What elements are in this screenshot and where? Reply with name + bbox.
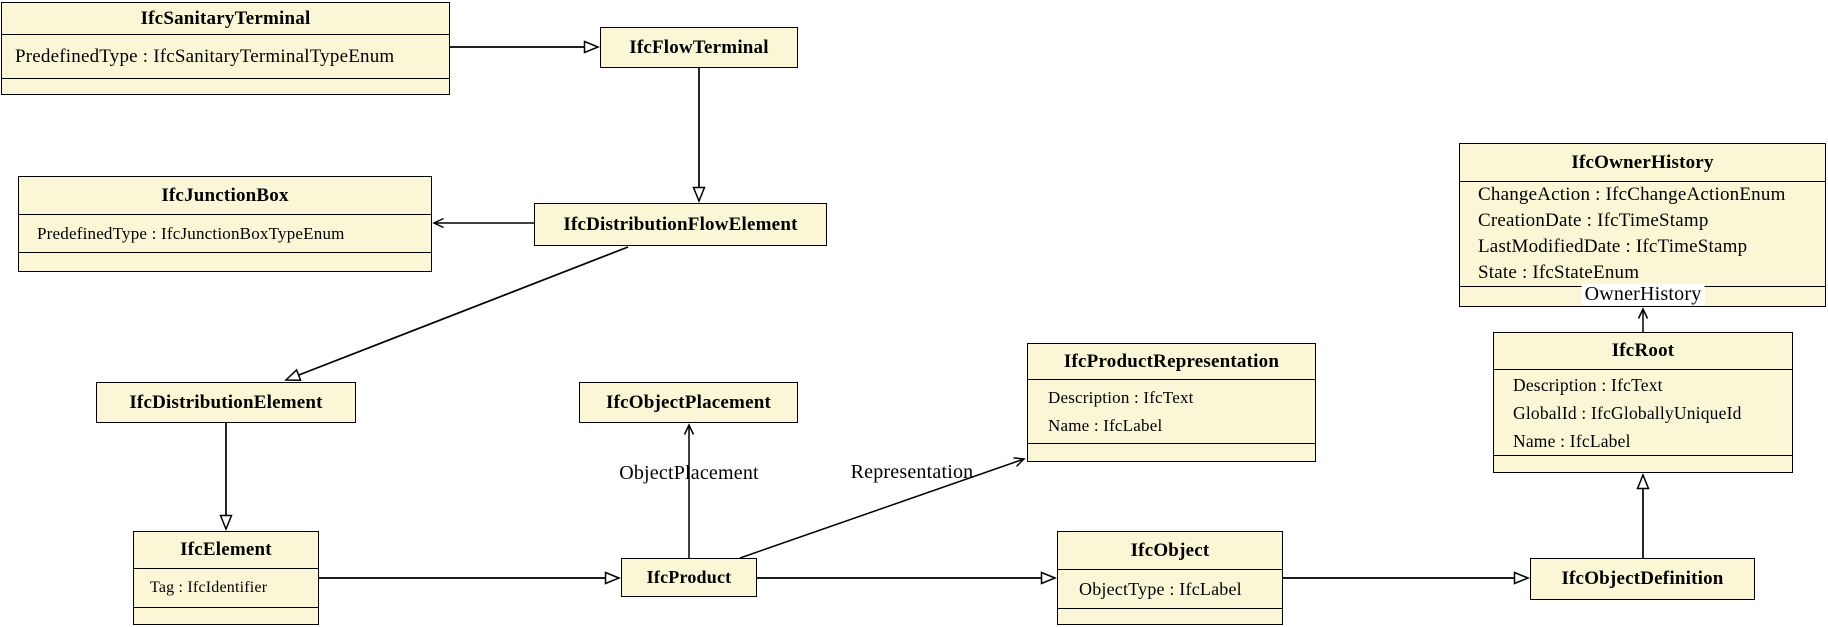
- class-attribute: Name : IfcLabel: [1513, 430, 1631, 451]
- class-attribute: LastModifiedDate : IfcTimeStamp: [1478, 236, 1748, 257]
- class-box-ifcobjectdefinition[interactable]: IfcObjectDefinition: [1530, 558, 1755, 600]
- class-title: IfcProductRepresentation: [1063, 350, 1280, 372]
- class-title: IfcObject: [1130, 539, 1210, 561]
- class-title: IfcSanitaryTerminal: [140, 7, 311, 29]
- empty-compartment: [134, 607, 318, 624]
- class-box-ifcownerhistory[interactable]: IfcOwnerHistory ChangeAction : IfcChange…: [1459, 143, 1826, 307]
- class-attribute: Description : IfcText: [1048, 387, 1194, 407]
- class-attribute: Name : IfcLabel: [1048, 415, 1163, 435]
- empty-compartment: [1494, 455, 1792, 472]
- class-box-ifcobjectplacement[interactable]: IfcObjectPlacement: [579, 382, 798, 423]
- edge-ifcproduct-ifcproductrepresentation: [739, 457, 1026, 559]
- class-attribute: GlobalId : IfcGloballyUniqueId: [1513, 402, 1742, 423]
- class-title: IfcRoot: [1611, 340, 1675, 361]
- class-title: IfcProduct: [646, 567, 732, 587]
- class-title: IfcObjectPlacement: [605, 391, 772, 413]
- class-box-ifcroot[interactable]: IfcRoot Description : IfcText GlobalId :…: [1493, 332, 1793, 473]
- class-title: IfcDistributionFlowElement: [563, 213, 798, 235]
- class-box-ifcsanitaryterminal[interactable]: IfcSanitaryTerminal PredefinedType : Ifc…: [1, 2, 450, 95]
- class-title: IfcObjectDefinition: [1561, 568, 1724, 589]
- class-title: IfcElement: [180, 539, 272, 560]
- empty-compartment: [2, 78, 449, 94]
- class-box-ifcproduct[interactable]: IfcProduct: [621, 558, 757, 597]
- class-box-ifcproductrepresentation[interactable]: IfcProductRepresentation Description : I…: [1027, 343, 1316, 462]
- class-attribute: PredefinedType : IfcJunctionBoxTypeEnum: [37, 223, 345, 243]
- class-box-ifcflowterminal[interactable]: IfcFlowTerminal: [600, 27, 798, 68]
- class-box-ifcdistributionelement[interactable]: IfcDistributionElement: [96, 382, 356, 423]
- class-attribute: ChangeAction : IfcChangeActionEnum: [1478, 184, 1786, 205]
- class-attribute: CreationDate : IfcTimeStamp: [1478, 210, 1709, 231]
- empty-compartment: [1028, 443, 1315, 461]
- empty-compartment: [19, 252, 431, 271]
- empty-compartment: [1058, 608, 1282, 624]
- edge-ifcdistributionflowelement-ifcdistributionelement: [286, 246, 629, 380]
- class-attribute: Tag : IfcIdentifier: [150, 579, 268, 596]
- class-attribute: State : IfcStateEnum: [1478, 262, 1640, 283]
- class-box-ifcjunctionbox[interactable]: IfcJunctionBox PredefinedType : IfcJunct…: [18, 176, 432, 272]
- class-attribute: ObjectType : IfcLabel: [1079, 578, 1242, 599]
- edge-label-objectplacement: ObjectPlacement: [619, 462, 759, 484]
- class-box-ifcdistributionflowelement[interactable]: IfcDistributionFlowElement: [534, 203, 827, 246]
- class-title: IfcFlowTerminal: [629, 36, 769, 58]
- class-box-ifcelement[interactable]: IfcElement Tag : IfcIdentifier: [133, 531, 319, 625]
- edge-label-ownerhistory: OwnerHistory: [1581, 284, 1705, 305]
- class-box-ifcobject[interactable]: IfcObject ObjectType : IfcLabel: [1057, 531, 1283, 625]
- class-title: IfcDistributionElement: [129, 391, 323, 413]
- class-attribute: PredefinedType : IfcSanitaryTerminalType…: [15, 45, 395, 67]
- class-title: IfcJunctionBox: [161, 184, 289, 206]
- class-title: IfcOwnerHistory: [1571, 151, 1714, 173]
- edge-label-representation: Representation: [850, 461, 974, 483]
- class-attribute: Description : IfcText: [1513, 374, 1663, 395]
